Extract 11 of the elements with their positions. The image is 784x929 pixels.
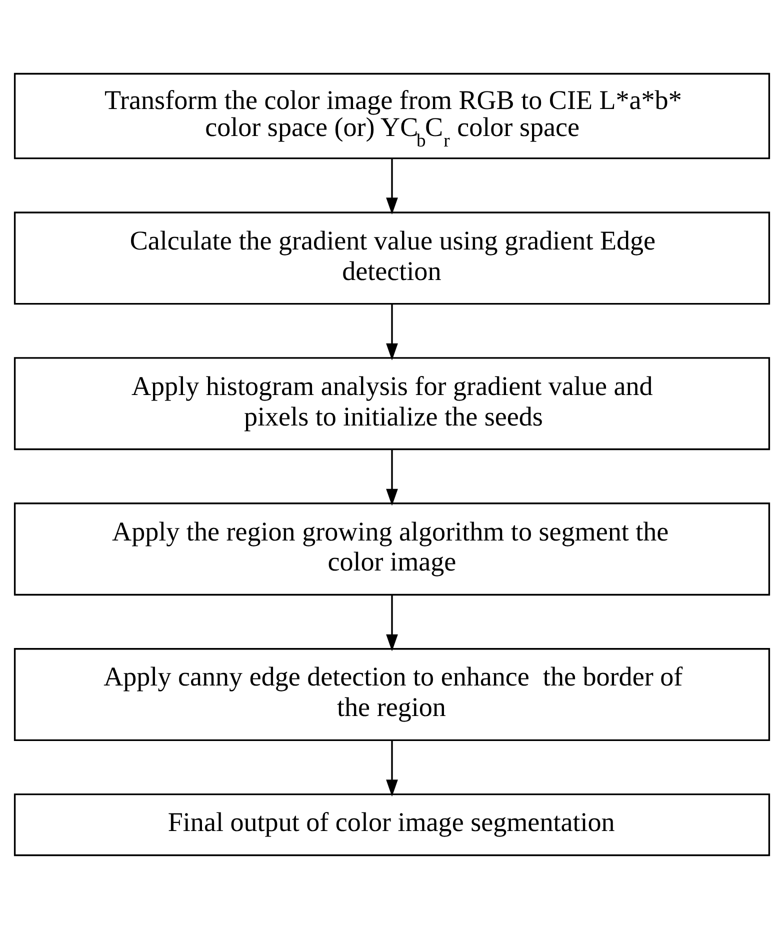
node-box: Final output of color image segmentation [14, 794, 770, 856]
node-box: Apply histogram analysis for gradient value and pixels to initialize the seeds [14, 357, 770, 450]
arrow [386, 158, 398, 215]
node-box: Apply canny edge detection to enhance the border of the region [14, 648, 770, 742]
node-box: Transform the color image from RGB to CIE L*a*b* color space (or) YC$_{b}$C$_{r}$ color space [14, 72, 770, 160]
node-box: Calculate the gradient value using gradient Edge detection [14, 212, 770, 305]
arrow [386, 740, 398, 797]
node-box: Apply the region growing algorithm to segment the color image [14, 502, 770, 596]
arrow [386, 449, 398, 506]
arrow [386, 304, 398, 360]
arrow [386, 594, 398, 652]
